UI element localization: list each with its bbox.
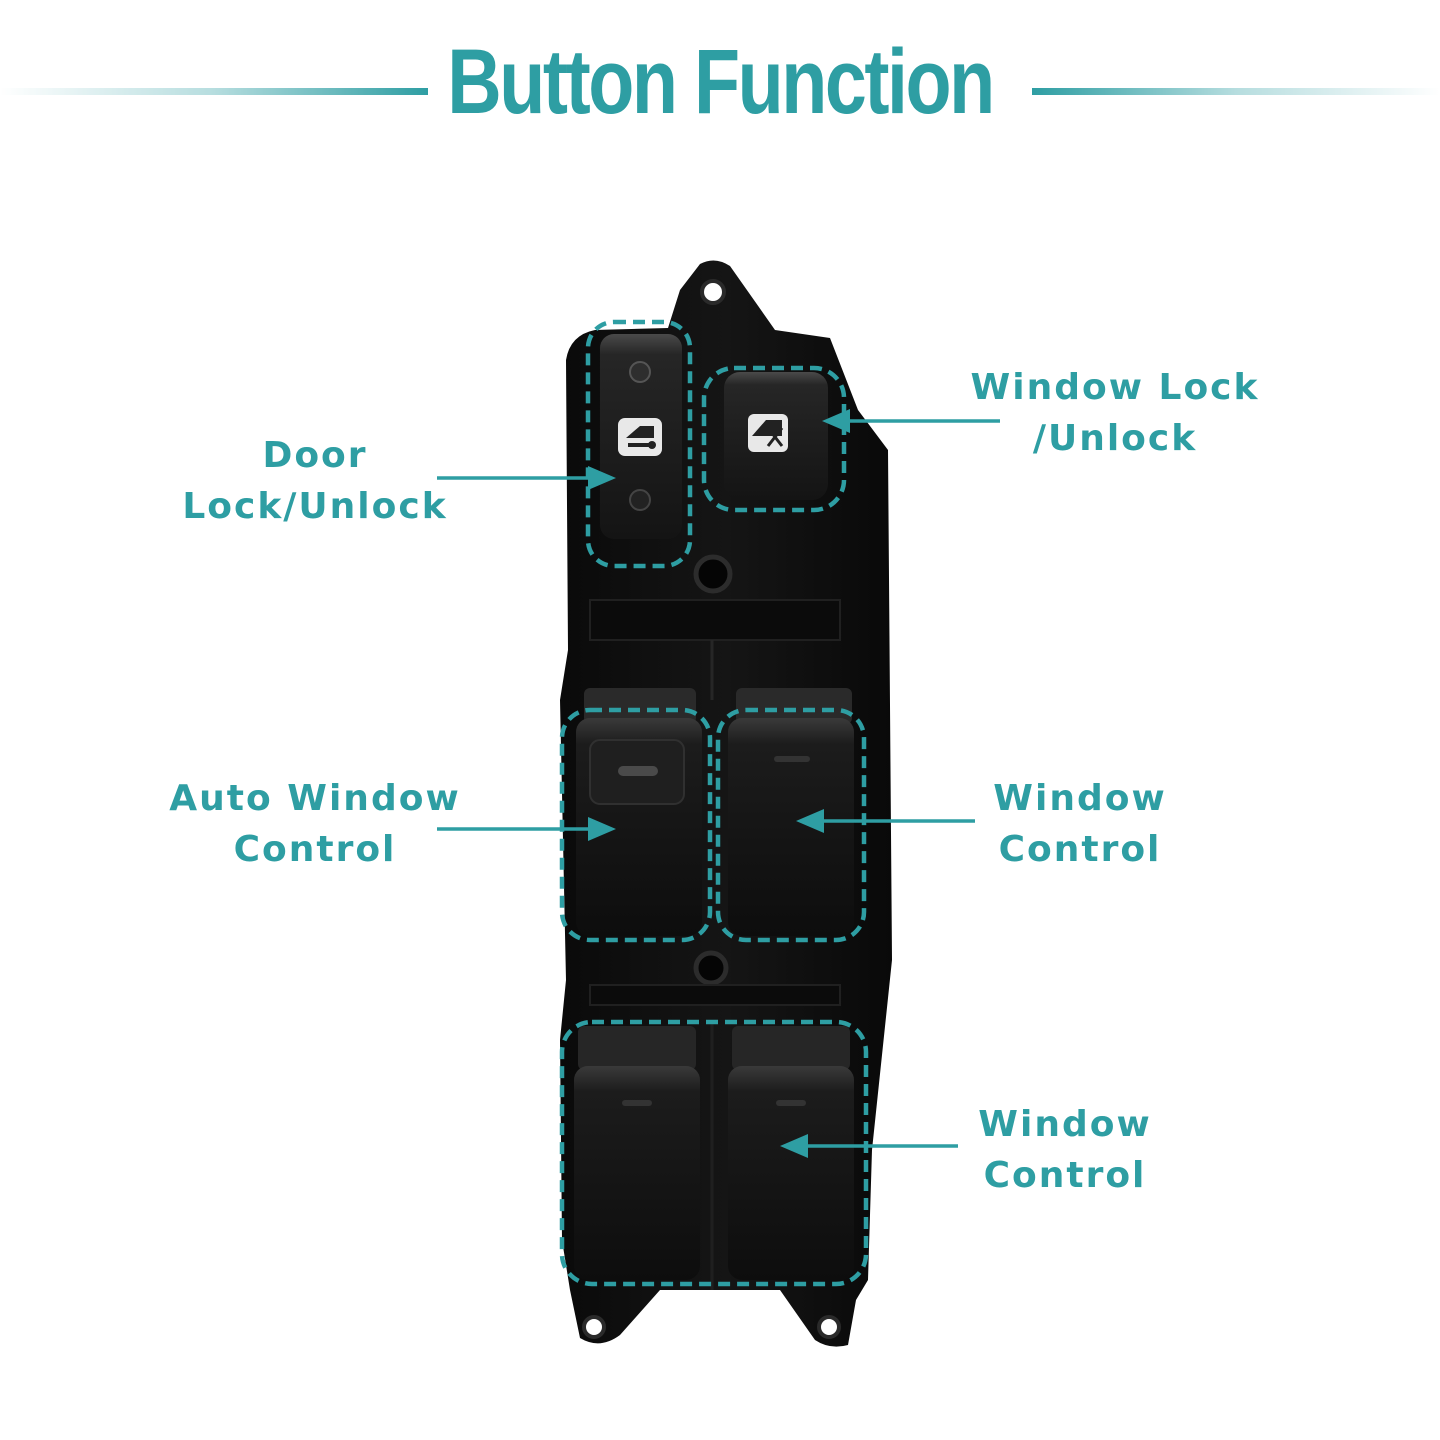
highlight-window-lock (701, 365, 847, 513)
label-door-lock-line2: Lock/Unlock (182, 486, 448, 527)
label-window-control-front-line1: Window (993, 778, 1167, 819)
title-divider-left (0, 88, 428, 95)
callout-arrows (437, 409, 1000, 1158)
label-door-lock: Door Lock/Unlock (170, 430, 460, 532)
label-window-control-front: Window Control (970, 773, 1190, 875)
door-key-icon (618, 418, 662, 456)
highlight-auto-window (559, 707, 713, 943)
auto-window-button[interactable] (576, 688, 702, 936)
label-auto-window-line2: Control (233, 829, 397, 870)
label-window-control-rear-line2: Control (983, 1155, 1147, 1196)
label-window-lock-line1: Window Lock (970, 367, 1260, 408)
window-lock-icon (748, 414, 788, 452)
label-window-control-front-line2: Control (998, 829, 1162, 870)
window-control-button-rear-right[interactable] (728, 1026, 854, 1280)
door-lock-button[interactable] (600, 334, 682, 539)
label-door-lock-line1: Door (262, 435, 368, 476)
label-window-control-rear-line1: Window (978, 1104, 1152, 1145)
page-title: Button Function (447, 31, 995, 133)
window-control-button-rear-left[interactable] (574, 1026, 700, 1280)
highlight-window-control-rear (559, 1019, 869, 1287)
label-auto-window-line1: Auto Window (169, 778, 461, 819)
window-control-button-front[interactable] (728, 688, 854, 936)
highlight-outlines (559, 319, 869, 1287)
label-auto-window: Auto Window Control (160, 773, 470, 875)
highlight-door-lock (585, 319, 693, 569)
label-window-lock-line2: /Unlock (1032, 418, 1198, 459)
title-divider-right (1032, 88, 1440, 95)
window-lock-button[interactable] (724, 372, 828, 500)
label-window-lock: Window Lock /Unlock (960, 362, 1270, 464)
highlight-window-control-front (715, 707, 867, 943)
label-window-control-rear: Window Control (955, 1099, 1175, 1201)
